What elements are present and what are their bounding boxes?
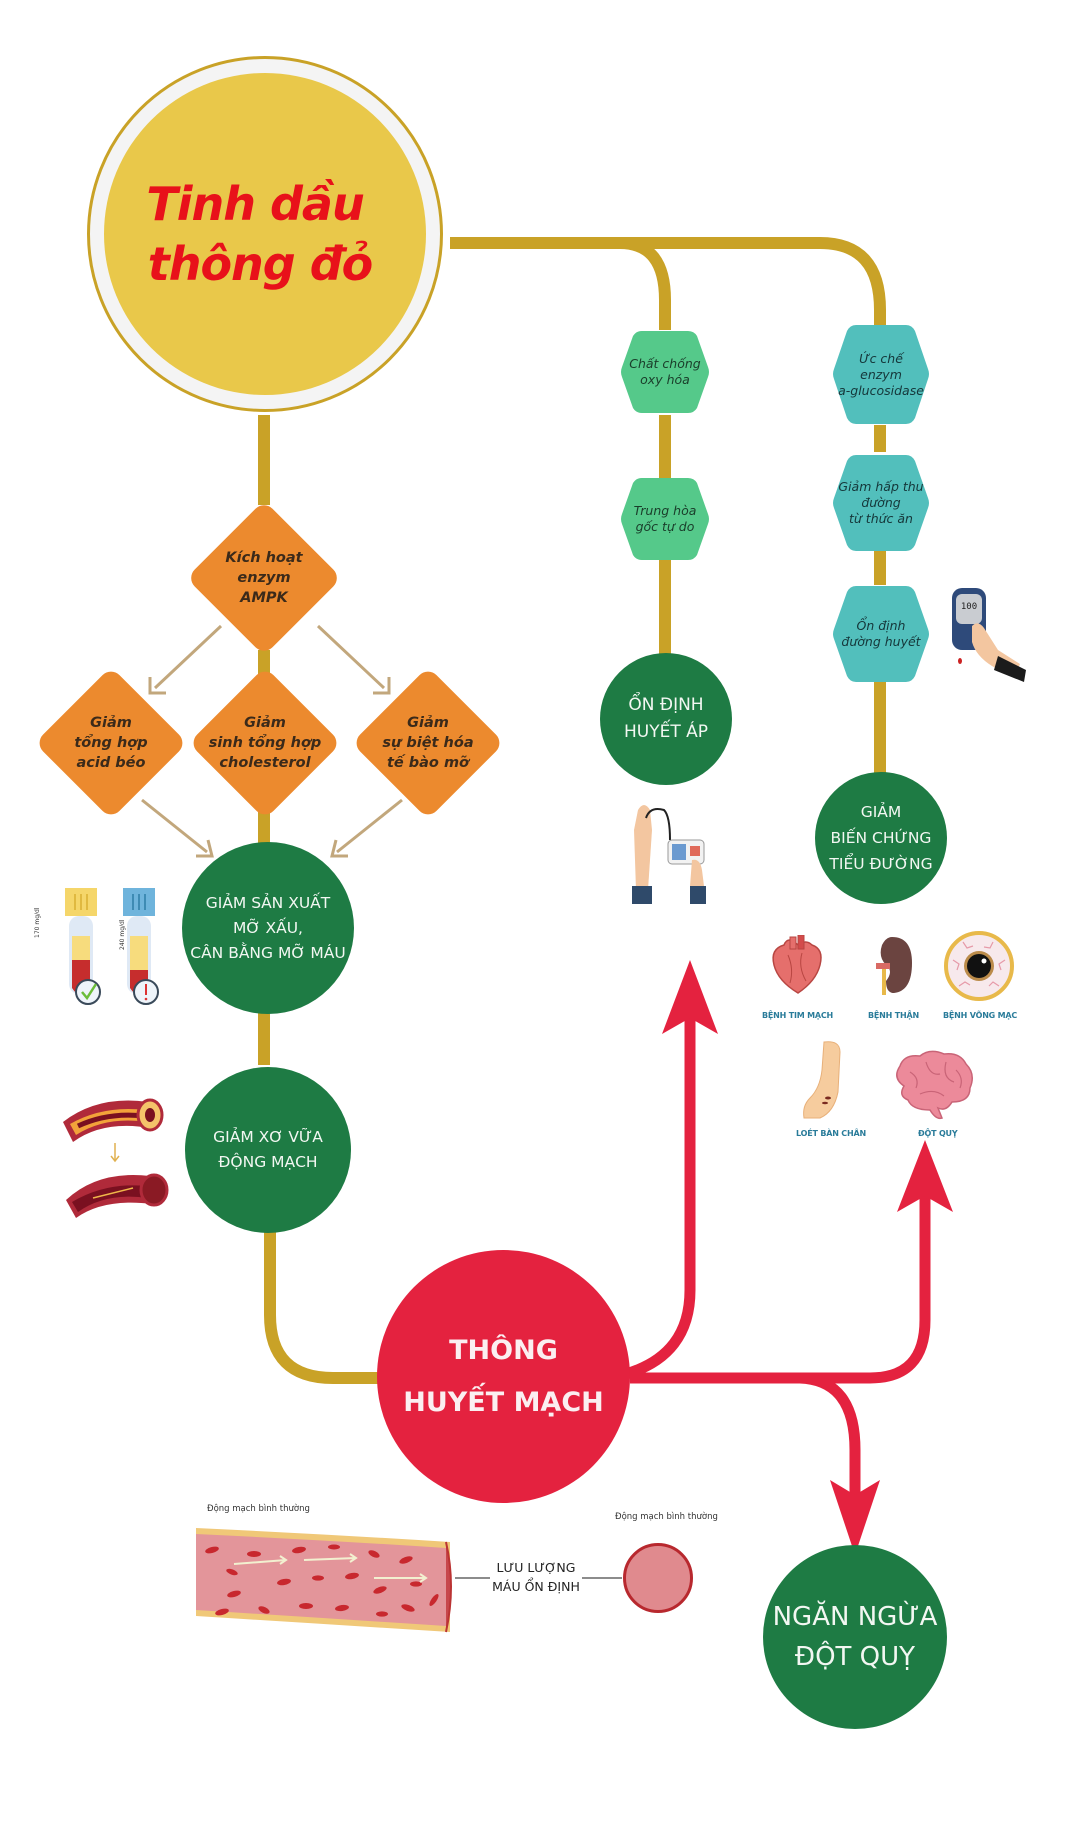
- arrow-right-center-head: [330, 839, 348, 858]
- arrowhead-up-bp: [662, 960, 718, 1034]
- complication-label-kidney: BỆNH THẬN: [868, 1011, 919, 1020]
- title-inner-circle: [104, 73, 426, 395]
- hex-stable-glucose-shape: [833, 586, 929, 682]
- tube-label-high: 240 mg/dl: [119, 919, 126, 950]
- flow-arrows: [233, 1553, 428, 1583]
- arrow-ampk-left-head: [148, 677, 166, 695]
- tan-arrows: [141, 624, 403, 858]
- arrow-right-center: [336, 798, 403, 854]
- title-line1: Tinh dầu: [146, 177, 364, 231]
- red-flow: [624, 1015, 931, 1520]
- red-blood-cells: [205, 1544, 439, 1617]
- diamond-cholesterol: Giảm sinh tổng hợp cholesterol: [188, 666, 342, 820]
- eye-icon: [944, 931, 1014, 1001]
- arrow-left-center: [141, 798, 208, 854]
- diamond-cholesterol-text: Giảm sinh tổng hợp cholesterol: [208, 715, 322, 771]
- tube-label-normal: 170 mg/dl: [34, 907, 41, 938]
- test-tubes-icon: [65, 888, 159, 1005]
- artery-caption-left: Động mạch bình thường: [207, 1504, 310, 1514]
- connector-top-to-antioxidant: [450, 237, 671, 330]
- tube-normal: [65, 888, 101, 1005]
- title-line2: thông đỏ: [147, 237, 374, 291]
- heart-icon: [772, 935, 822, 994]
- connector-top-to-glucosidase: [600, 237, 886, 330]
- blood-drop: [958, 658, 962, 664]
- artery-plaque-icon: [63, 1098, 169, 1218]
- complication-label-brain: ĐỘT QUỴ: [918, 1129, 958, 1138]
- hex-antioxidant-text: Chất chống oxy hóa: [629, 356, 701, 387]
- result-prevent-stroke: NGĂN NGỪA ĐỘT QUỴ: [763, 1545, 947, 1729]
- result-reduce-diabetes-complications: GIẢM BIẾN CHỨNG TIỂU ĐƯỜNG: [815, 772, 947, 904]
- meter-reading: 100: [960, 602, 978, 612]
- stable-blood-flow-label: LƯU LƯỢNG MÁU ỔN ĐỊNH: [492, 1560, 580, 1594]
- arrowhead-down-stroke: [830, 1480, 880, 1555]
- red-path-to-complications: [630, 1160, 931, 1384]
- hex-reduce-absorption-shape: [833, 455, 929, 551]
- arrow-left-center-head: [196, 839, 214, 858]
- red-arrowheads: [662, 960, 953, 1555]
- hex-glucosidase-text: Ức chế enzym a-glucosidase: [838, 350, 924, 398]
- hex-reduce-absorption-text: Giảm hấp thu đường từ thức ăn: [838, 479, 924, 526]
- blood-pressure-monitor-icon: [632, 805, 706, 904]
- kidney-icon: [876, 937, 912, 995]
- artery-longitudinal-icon: [196, 1528, 452, 1633]
- hex-glucosidase-shape: [833, 325, 929, 424]
- artery-caption-right: Động mạch bình thường: [615, 1512, 718, 1522]
- diamond-adipocyte-text: Giảm sự biệt hóa tế bào mỡ: [382, 715, 474, 771]
- connector-result2-hub: [264, 1232, 378, 1384]
- arrowhead-up-complications: [897, 1140, 953, 1212]
- hex-stable-glucose-text: Ổn định đường huyết: [841, 618, 921, 649]
- hand-shape: [972, 623, 1026, 682]
- foot-icon: [803, 1041, 841, 1119]
- title-text: Tinh dầu thông đỏ: [90, 59, 440, 409]
- diamond-fatty-acid-text: Giảm tổng hợp acid béo: [74, 715, 148, 771]
- result-reduce-bad-fat: GIẢM SẢN XUẤT MỠ XẤU, CÂN BẰNG MỠ MÁU: [182, 842, 354, 1014]
- diamond-ampk: Kích hoạt enzym AMPK: [186, 500, 342, 656]
- hex-neutralize-text: Trung hòa gốc tự do: [633, 503, 697, 534]
- result-reduce-atherosclerosis: GIẢM XƠ VỮA ĐỘNG MẠCH: [185, 1067, 351, 1233]
- hub-blood-circulation: THÔNG HUYẾT MẠCH: [377, 1250, 630, 1503]
- complication-label-heart: BỆNH TIM MẠCH: [762, 1011, 834, 1020]
- tube-high: [123, 888, 159, 1005]
- arrow-ampk-right: [316, 624, 386, 690]
- complication-label-eye: BỆNH VÕNG MẠC: [943, 1011, 1018, 1020]
- title-node: Tinh dầu thông đỏ: [87, 56, 443, 412]
- meter-screen: [956, 594, 982, 624]
- gold-connectors: [258, 237, 886, 1384]
- glucose-meter-icon: 100: [950, 588, 1026, 683]
- red-path-to-stroke: [799, 1372, 861, 1520]
- arrow-ampk-right-head: [373, 677, 391, 695]
- complication-label-foot: LOÉT BÀN CHÂN: [796, 1129, 866, 1138]
- arrow-ampk-left: [153, 624, 223, 690]
- hex-neutralize-shape: [621, 478, 709, 560]
- diamond-fatty-acid: Giảm tổng hợp acid béo: [34, 666, 188, 820]
- diamond-adipocyte: Giảm sự biệt hóa tế bào mỡ: [351, 666, 505, 820]
- artery-cross-section-icon: [623, 1543, 693, 1613]
- brain-icon: [896, 1050, 973, 1120]
- red-path-to-bp: [624, 1015, 696, 1380]
- hex-antioxidant-shape: [621, 331, 709, 413]
- result-stable-bp: ỔN ĐỊNH HUYẾT ÁP: [600, 653, 732, 785]
- diamond-ampk-text: Kích hoạt enzym AMPK: [225, 550, 303, 606]
